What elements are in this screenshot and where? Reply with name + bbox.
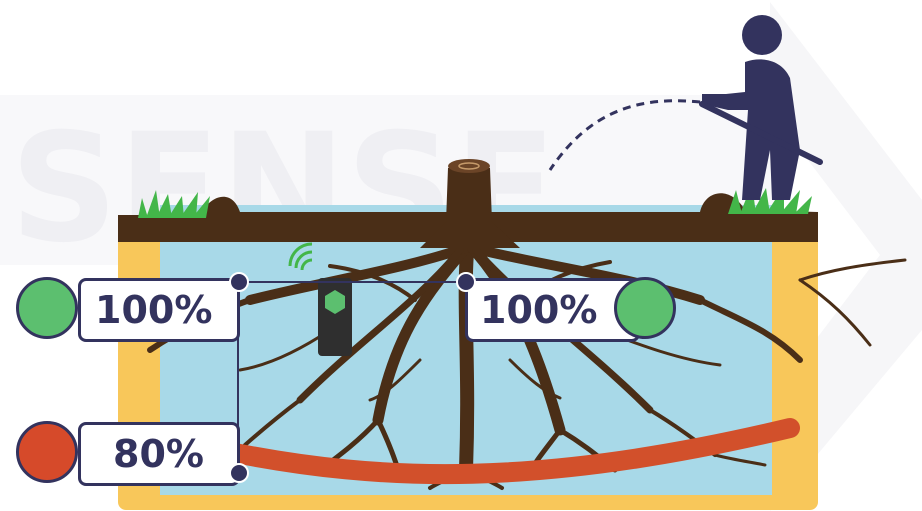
trunk-top	[448, 159, 490, 173]
status-indicator-green-left-top	[16, 277, 78, 339]
status-indicator-green-right-top	[614, 277, 676, 339]
person-icon	[699, 15, 823, 200]
moisture-badge-right-top: 100%	[465, 278, 640, 342]
water-spray-arc	[548, 99, 701, 171]
connector-pin-right-top	[456, 272, 476, 292]
grass-left	[138, 190, 210, 218]
soil-sensor-device	[288, 242, 352, 356]
moisture-badge-left-top: 100%	[78, 278, 240, 342]
moisture-badge-left-bottom: 80%	[78, 422, 240, 486]
status-indicator-red-left-bottom	[16, 421, 78, 483]
moisture-value-left-top: 100%	[95, 288, 213, 332]
irrigation-pipe	[220, 418, 800, 485]
trunk-ring	[458, 162, 480, 170]
connector-pin-left-top	[229, 272, 249, 292]
connector-pin-left-bottom	[229, 463, 249, 483]
moisture-value-right-top: 100%	[480, 288, 598, 332]
tree-trunk	[420, 168, 520, 248]
moisture-value-left-bottom: 80%	[113, 432, 204, 476]
